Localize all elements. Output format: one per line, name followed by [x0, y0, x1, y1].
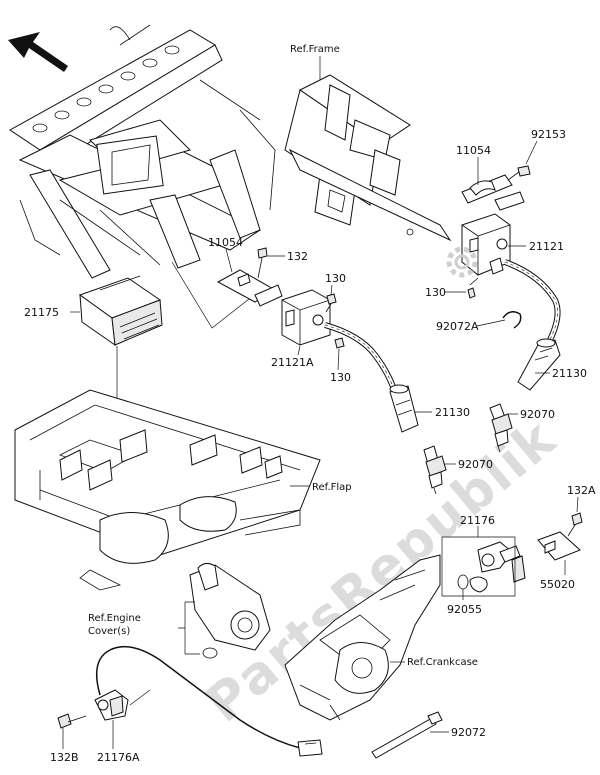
- plug-cap-21130-right: [517, 338, 561, 391]
- engine-cover: [189, 562, 271, 651]
- callout-21121a: 21121A: [271, 356, 314, 369]
- ht-lead-mid: [324, 322, 398, 394]
- callout-92072a: 92072A: [436, 320, 479, 333]
- o-ring-engine-cover: [202, 647, 218, 659]
- sensor-wire: [95, 645, 323, 757]
- spark-plug-92070-mid: [423, 445, 447, 495]
- ignition-coil-21121a: [281, 289, 331, 346]
- callout-21121: 21121: [529, 240, 564, 253]
- frame-assembly: [9, 24, 276, 329]
- callout-55020: 55020: [540, 578, 575, 591]
- callout-21176: 21176: [460, 514, 495, 527]
- bolt-92153: [507, 165, 531, 181]
- frame-holes: [32, 45, 180, 133]
- battery-tray: [14, 389, 321, 591]
- callout-92153: 92153: [531, 128, 566, 141]
- screw-132: [257, 247, 268, 279]
- callout-132b: 132B: [50, 751, 79, 764]
- screw-130-right: [467, 277, 479, 299]
- ht-lead-right: [503, 259, 561, 342]
- callout-21130-mid: 21130: [435, 406, 470, 419]
- plug-cap-21130-mid: [389, 384, 419, 433]
- callout-130-mid-top: 130: [325, 272, 346, 285]
- cover-55020: [537, 531, 581, 561]
- ref-crankcase-label: Ref.Crankcase: [407, 657, 478, 668]
- gear-icon: [446, 246, 478, 278]
- screw-132a: [567, 512, 583, 537]
- callout-21130-right: 21130: [552, 367, 587, 380]
- o-ring-92055: [457, 574, 469, 590]
- screw-130-mid-bottom: [334, 337, 345, 349]
- callout-130-mid-bottom: 130: [330, 371, 351, 384]
- bracket-11054-mid: [216, 269, 283, 307]
- crankcase: [284, 554, 441, 721]
- callout-132: 132: [287, 250, 308, 263]
- sensor-21176a: [94, 689, 129, 721]
- callout-11054-top: 11054: [456, 144, 491, 157]
- callout-21176a: 21176A: [97, 751, 140, 764]
- callout-92070-mid: 92070: [458, 458, 493, 471]
- ecu-21175: [78, 275, 163, 347]
- callout-21175: 21175: [24, 306, 59, 319]
- callout-92072: 92072: [451, 726, 486, 739]
- ref-engine-cover-label-1: Ref.Engine: [88, 613, 141, 624]
- screw-132b: [57, 713, 87, 729]
- sensor-21176: [469, 541, 526, 593]
- clamp-92072a: [502, 311, 522, 329]
- spark-plug-92070-right: [489, 403, 513, 453]
- screw-130-mid-top: [325, 293, 337, 313]
- ref-frame-label: Ref.Frame: [290, 44, 340, 55]
- callout-92055: 92055: [447, 603, 482, 616]
- callout-92070-right: 92070: [520, 408, 555, 421]
- callout-11054-mid: 11054: [208, 236, 243, 249]
- ref-engine-cover-label-2: Cover(s): [88, 626, 130, 637]
- bracket-11054-top: [461, 174, 525, 211]
- direction-arrow-icon: [8, 32, 68, 72]
- frame-bracket: [284, 74, 452, 242]
- ignition-coil-21121: [461, 213, 511, 276]
- callout-132a: 132A: [567, 484, 596, 497]
- callout-130-right: 130: [425, 286, 446, 299]
- ref-flap-label: Ref.Flap: [312, 482, 352, 493]
- cable-tie-92072: [371, 711, 443, 759]
